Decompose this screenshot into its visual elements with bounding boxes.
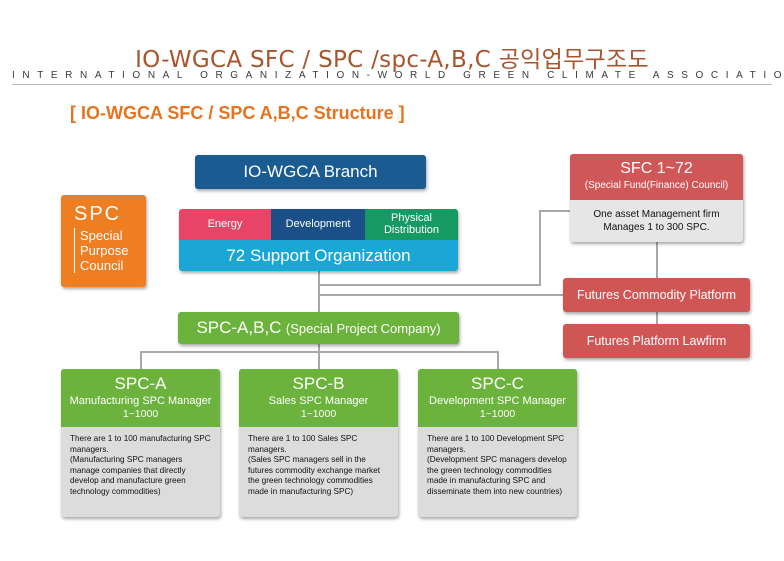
organization-full-name: INTERNATIONAL ORGANIZATION-WORLD GREEN C… [12,70,784,81]
card-role: Development SPC Manager [429,395,566,407]
card-description: There are 1 to 100 Development SPC manag… [427,434,567,496]
spc-council-title: SPC [74,203,122,225]
branch-box: IO-WGCA Branch [195,155,426,189]
sfc-title: SFC 1~72 [620,160,693,177]
sfc-description: One asset Management firm Manages 1 to 3… [570,200,743,234]
spc-b-card: SPC-B Sales SPC Manager 1~1000 There are… [239,369,398,517]
spc-abc-description: (Special Project Company) [285,321,441,336]
connector-card-c [497,351,499,370]
card-description: There are 1 to 100 manufacturing SPC man… [70,434,211,496]
spc-c-card: SPC-C Development SPC Manager 1~1000 The… [418,369,577,517]
category-physical-distribution: Physical Distribution [365,209,458,240]
spc-council-line: Council [80,258,124,273]
support-organization-box: Energy Development Physical Distribution… [179,209,458,271]
section-heading: [ IO-WGCA SFC / SPC A,B,C Structure ] [70,103,405,123]
card-name: SPC-C [471,374,524,393]
spc-council-description: Special Purpose Council [74,228,146,273]
card-range: 1~1000 [479,408,516,420]
spc-abc-box: SPC-A,B,C (Special Project Company) [178,312,459,344]
card-role: Sales SPC Manager [268,395,369,407]
connector-sfc-branch-top [539,210,571,212]
header-divider [12,84,772,85]
category-development: Development [271,209,365,240]
card-description: There are 1 to 100 Sales SPC managers. (… [248,434,380,496]
diagram-title: IO-WGCA SFC / SPC /spc-A,B,C 공익업무구조도 [135,47,649,73]
connector-sfc-branch-horizontal [318,284,540,286]
card-role: Manufacturing SPC Manager [69,395,212,407]
spc-abc-label: SPC-A,B,C [196,318,282,337]
card-name: SPC-B [292,374,345,393]
connector-cards-horizontal [140,351,498,353]
card-header: SPC-B Sales SPC Manager 1~1000 [239,369,398,427]
futures-commodity-platform-box: Futures Commodity Platform [563,278,750,312]
spc-council-line: Purpose [80,243,129,258]
connector-trunk-to-futures [318,294,564,296]
card-header: SPC-C Development SPC Manager 1~1000 [418,369,577,427]
connector-card-a [140,351,142,370]
card-name: SPC-A [114,374,167,393]
sfc-box: SFC 1~72 (Special Fund(Finance) Council)… [570,154,743,242]
spc-council-line: Special [80,228,123,243]
support-organization-label: 72 Support Organization [179,240,458,271]
spc-council-box: SPC Special Purpose Council [61,195,146,287]
card-range: 1~1000 [300,408,337,420]
category-energy: Energy [179,209,271,240]
sfc-subtitle: (Special Fund(Finance) Council) [584,180,729,191]
sfc-header: SFC 1~72 (Special Fund(Finance) Council) [570,154,743,200]
card-range: 1~1000 [122,408,159,420]
connector-sfc-branch-vertical [539,210,541,286]
futures-platform-lawfirm-box: Futures Platform Lawfirm [563,324,750,358]
spc-a-card: SPC-A Manufacturing SPC Manager 1~1000 T… [61,369,220,517]
sfc-description-line: One asset Management firm [593,209,720,220]
card-header: SPC-A Manufacturing SPC Manager 1~1000 [61,369,220,427]
sfc-description-line: Manages 1 to 300 SPC. [603,222,710,233]
connector-main-trunk [318,271,320,313]
connector-spcabc-down [318,344,320,370]
